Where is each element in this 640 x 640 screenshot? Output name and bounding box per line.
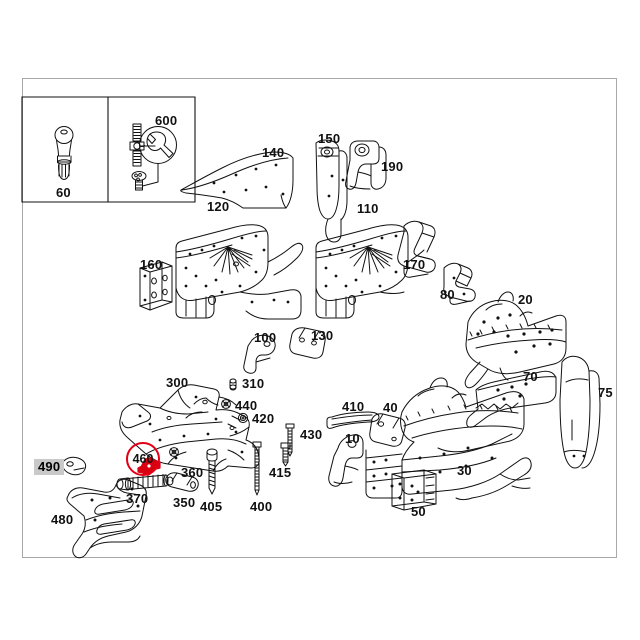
part-shape-80 [443,262,476,305]
part-label-70: 70 [523,369,538,384]
part-label-130: 130 [311,328,334,343]
part-label-50: 50 [411,504,426,519]
part-shape-405 [206,448,218,495]
part-shape-310 [229,378,237,391]
part-label-310: 310 [242,376,265,391]
part-label-100: 100 [254,330,277,345]
part-shape-160 [139,261,173,311]
part-label-20: 20 [518,292,533,307]
part-label-75: 75 [598,385,613,400]
part-shape-10 [328,434,364,487]
diagram-frame-border [22,78,617,558]
wrench-icon-600 [129,123,177,191]
part-shape-170 [397,220,436,278]
part-shape-300 [119,384,260,472]
part-shape-420 [237,412,249,424]
part-shape-30 [365,377,532,500]
part-label-360: 360 [181,465,204,480]
part-shape-150 [315,139,348,243]
part-shape-370 [116,474,169,491]
part-label-150: 150 [318,131,341,146]
part-label-415: 415 [269,465,292,480]
ball-stud-icon-60 [54,126,74,180]
part-shape-100 [243,334,276,374]
part-label-480: 480 [51,512,74,527]
part-label-160: 160 [140,257,163,272]
part-shape-75 [559,355,601,469]
part-label-10: 10 [345,431,360,446]
part-label-120: 120 [207,199,230,214]
part-label-190: 190 [381,159,404,174]
part-shape-50 [391,469,437,511]
part-shape-490 [62,456,87,476]
part-label-350: 350 [173,495,196,510]
part-label-405: 405 [200,499,223,514]
part-label-400: 400 [250,499,273,514]
part-label-370: 370 [126,491,149,506]
part-shape-140 [180,151,294,209]
part-shape-440 [221,399,231,409]
part-shape-360 [169,447,179,457]
part-shape-415 [280,442,291,467]
part-label-80: 80 [440,287,455,302]
part-label-30: 30 [457,463,472,478]
part-label-430: 430 [300,427,323,442]
legend-label-60: 60 [56,185,71,200]
part-label-420: 420 [252,411,275,426]
part-label-170: 170 [403,257,426,272]
part-label-300: 300 [166,375,189,390]
part-shape-20 [464,291,567,389]
legend-label-600: 600 [155,113,178,128]
part-label-490-highlighted: 490 [34,459,65,475]
part-shape-350 [165,472,199,492]
part-shape-190 [345,140,387,190]
part-label-110: 110 [357,201,379,216]
part-label-410: 410 [342,399,365,414]
part-label-440: 440 [235,398,258,413]
part-shape-410 [326,411,380,429]
part-shape-480 [66,478,147,559]
legend-box-outline [21,96,196,203]
part-shape-120 [175,224,304,320]
callout-460-highlight: 460 [126,442,160,476]
part-shape-400 [252,441,262,496]
part-shape-130 [289,327,326,359]
part-label-40: 40 [383,400,398,415]
part-shape-40 [369,413,406,447]
part-label-140: 140 [262,145,285,160]
